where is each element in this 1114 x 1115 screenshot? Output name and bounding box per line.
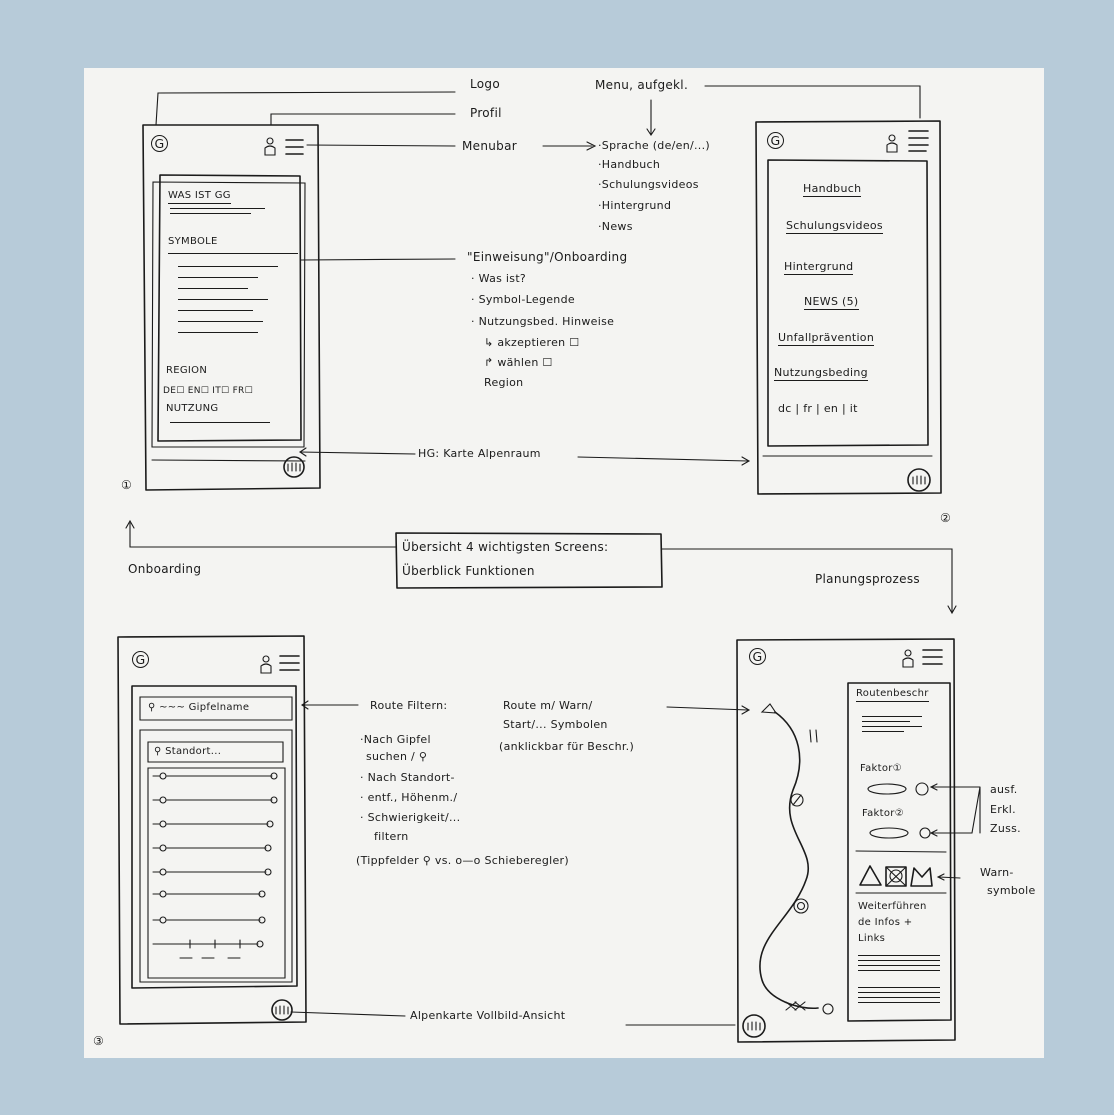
text-placeholder [858, 955, 940, 1007]
profile-icon[interactable] [902, 649, 914, 673]
search-input[interactable]: ⚲ ~~~ Gipfelname [148, 702, 250, 713]
symbol-legend [178, 266, 278, 343]
nutzung-checkbox-row[interactable] [170, 422, 270, 427]
region-options[interactable]: DE☐ EN☐ IT☐ FR☐ [163, 386, 253, 396]
annotation-menu-aufgekl: Menu, aufgekl. [595, 78, 689, 92]
einweisung-item: Region [484, 376, 524, 389]
profile-icon[interactable] [260, 655, 272, 679]
map-icon[interactable] [270, 998, 294, 1026]
map-icon[interactable] [741, 1013, 767, 1043]
filter-item: · Nach Standort- [360, 771, 455, 784]
center-box-line1: Übersicht 4 wichtigsten Screens: [402, 540, 609, 554]
weiterfuehrende-line: Links [858, 933, 886, 944]
annotation-profil: Profil [470, 106, 502, 120]
filter-item: · entf., Höhenm./ [360, 791, 458, 804]
annotation-planungsprozess: Planungsprozess [815, 572, 920, 586]
language-selector[interactable]: dc | fr | en | it [778, 402, 858, 415]
menu-item-handbuch: ·Handbuch [598, 158, 661, 171]
route-symbole-line: (anklickbar für Beschr.) [499, 740, 635, 753]
screen-number: ③ [93, 1034, 105, 1048]
map-icon[interactable] [906, 467, 932, 497]
standort-input[interactable]: ⚲ Standort... [154, 746, 222, 757]
einweisung-item: · Nutzungsbed. Hinweise [471, 315, 615, 328]
annotation-hg-karte: HG: Karte Alpenraum [418, 447, 541, 460]
profile-icon[interactable] [264, 137, 276, 161]
filter-item: ·Nach Gipfel [360, 733, 431, 746]
filter-item: · Schwierigkeit/... [360, 811, 461, 824]
logo-icon[interactable]: G [749, 648, 766, 665]
section-was-ist: WAS IST GG [168, 190, 231, 204]
menu-item-hintergrund: ·Hintergrund [598, 199, 672, 212]
section-region: REGION [166, 365, 208, 376]
warnsymbole-line: symbole [987, 884, 1036, 897]
center-box-line2: Überblick Funktionen [402, 564, 535, 578]
screen1-frame [142, 124, 321, 491]
route-symbole-line: Route m/ Warn/ [503, 699, 593, 712]
einweisung-item: ↳ akzeptieren ☐ [484, 336, 580, 349]
annotation-route-filtern: Route Filtern: [370, 699, 448, 712]
route-symbole-line: Start/... Symbolen [503, 718, 608, 731]
profile-icon[interactable] [886, 134, 898, 158]
weiterfuehrende-line: de Infos + [858, 917, 913, 928]
annotation-logo: Logo [470, 77, 500, 91]
einweisung-item: ↱ wählen ☐ [484, 356, 553, 369]
section-symbole: SYMBOLE [168, 236, 218, 247]
ausf-line: Zuss. [990, 822, 1021, 835]
ausf-line: Erkl. [990, 803, 1016, 816]
menu-item-nutzungsbeding[interactable]: Nutzungsbeding [774, 366, 868, 381]
screen2-frame [755, 120, 942, 495]
annotation-einweisung: "Einweisung"/Onboarding [467, 250, 628, 264]
menu-item-news[interactable]: NEWS (5) [804, 295, 859, 310]
screen-number: ② [940, 511, 952, 525]
faktor-2-label: Faktor② [862, 808, 904, 819]
menu-icon[interactable] [922, 647, 944, 673]
weiterfuehrende-line: Weiterführen [858, 901, 927, 912]
menu-item-handbuch[interactable]: Handbuch [803, 182, 862, 197]
screen4-frame [736, 638, 956, 1043]
einweisung-item: · Symbol-Legende [471, 293, 575, 306]
screen3-frame [117, 635, 307, 1025]
routenbeschreibung-title: Routenbeschr [856, 688, 929, 702]
warnsymbole-line: Warn- [980, 866, 1014, 879]
menu-icon[interactable] [908, 128, 930, 158]
menu-item-sprache: ·Sprache (de/en/...) [598, 139, 710, 152]
logo-icon[interactable]: G [151, 135, 168, 152]
screen-number: ① [121, 478, 133, 492]
logo-icon[interactable]: G [132, 651, 149, 668]
menu-item-news: ·News [598, 220, 633, 233]
map-icon[interactable] [282, 455, 306, 483]
filter-sliders[interactable] [150, 770, 285, 975]
text-placeholder [862, 716, 922, 736]
annotation-tippfelder: (Tippfelder ⚲ vs. o—o Schieberegler) [356, 854, 569, 867]
annotation-menubar: Menubar [462, 139, 517, 153]
menu-item-schulungsvideos: ·Schulungsvideos [598, 178, 699, 191]
logo-icon[interactable]: G [767, 132, 784, 149]
menu-item-schulungsvideos[interactable]: Schulungsvideos [786, 219, 883, 234]
menu-icon[interactable] [279, 653, 301, 679]
menu-icon[interactable] [285, 137, 305, 161]
text-placeholder [170, 208, 265, 218]
einweisung-item: · Was ist? [471, 272, 527, 285]
menu-item-hintergrund[interactable]: Hintergrund [784, 260, 854, 275]
menu-item-unfallpraevention[interactable]: Unfallprävention [778, 331, 875, 346]
faktor-1-label: Faktor① [860, 763, 902, 774]
annotation-onboarding: Onboarding [128, 562, 202, 576]
divider [168, 253, 298, 258]
section-nutzung: NUTZUNG [166, 403, 219, 414]
filter-item: suchen / ⚲ [366, 750, 428, 763]
annotation-alpenkarte: Alpenkarte Vollbild-Ansicht [410, 1009, 566, 1022]
filter-item: filtern [374, 830, 409, 843]
ausf-line: ausf. [990, 783, 1018, 796]
